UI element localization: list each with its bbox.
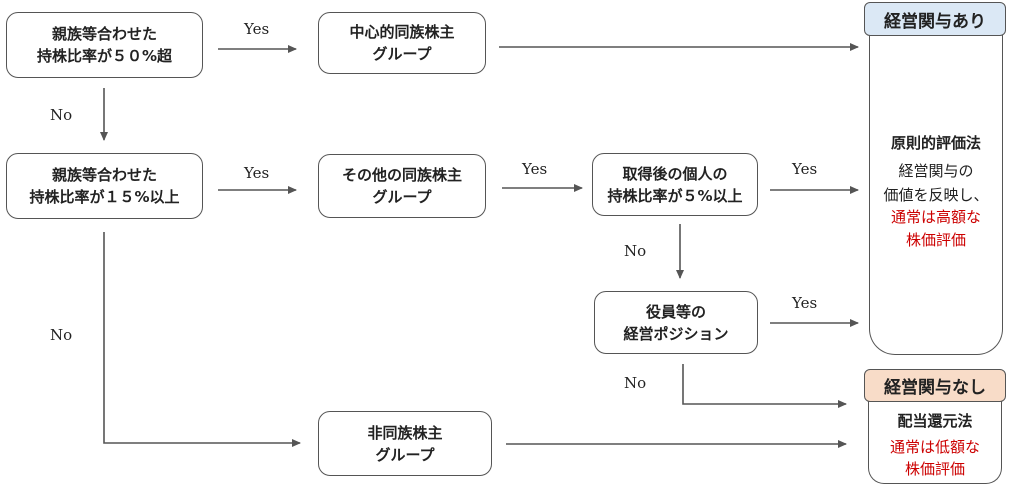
node-line: 親族等合わせた [51,166,157,184]
result-involved-highlight: 株価評価 [905,231,966,249]
node-line: 親族等合わせた [51,25,157,43]
edge-label-no: No [50,106,73,124]
result-involved-method: 原則的評価法 [890,134,981,152]
result-not-involved-highlight: 株価評価 [904,460,965,478]
arrow-q15-to-non [103,232,301,447]
arrow-officer-to-not-involved [682,364,847,408]
node-line: 持株比率が５０%超 [36,47,173,65]
node-line: 経営ポジション [623,324,729,343]
result-not-involved-header: 経営関与なし [864,369,1006,402]
node-line: 中心的同族株主 [349,23,455,41]
node-line: 非同族株主 [367,423,443,442]
result-involved-highlight: 通常は高額な [890,208,981,226]
result-not-involved-highlight: 通常は低額な [889,438,980,456]
node-line: 役員等の [645,302,706,321]
node-line: グループ [372,45,432,63]
node-officer-position: 役員等の 経営ポジション [594,291,758,354]
node-other-group: その他の同族株主 グループ [318,154,486,218]
edge-label-yes: Yes [244,20,270,38]
node-individual-over-5: 取得後の個人の 持株比率が５%以上 [592,153,758,216]
edge-label-no: No [50,326,73,344]
edge-label-yes: Yes [792,160,818,178]
edge-label-yes: Yes [244,164,270,182]
edge-label-no: No [624,242,647,260]
node-non-family-group: 非同族株主 グループ [318,411,492,476]
node-family-over-15: 親族等合わせた 持株比率が１５%以上 [6,153,203,219]
result-involved-desc: 価値を反映し、 [883,186,989,204]
node-line: 取得後の個人の [622,164,728,183]
result-involved-header: 経営関与あり [864,2,1006,36]
result-involved-desc: 経営関与の [898,162,974,180]
node-line: 持株比率が１５%以上 [29,188,180,206]
result-involved-panel [869,35,1003,355]
result-not-involved-panel [868,400,1002,484]
node-line: その他の同族株主 [341,166,462,184]
edge-label-yes: Yes [522,160,548,178]
result-not-involved-method: 配当還元法 [897,412,973,430]
edge-label-no: No [624,374,647,392]
node-line: グループ [372,188,432,206]
node-family-over-50: 親族等合わせた 持株比率が５０%超 [6,12,203,78]
node-line: 持株比率が５%以上 [607,186,743,205]
edge-label-yes: Yes [792,294,818,312]
node-line: グループ [375,445,435,464]
node-central-group: 中心的同族株主 グループ [318,12,486,74]
